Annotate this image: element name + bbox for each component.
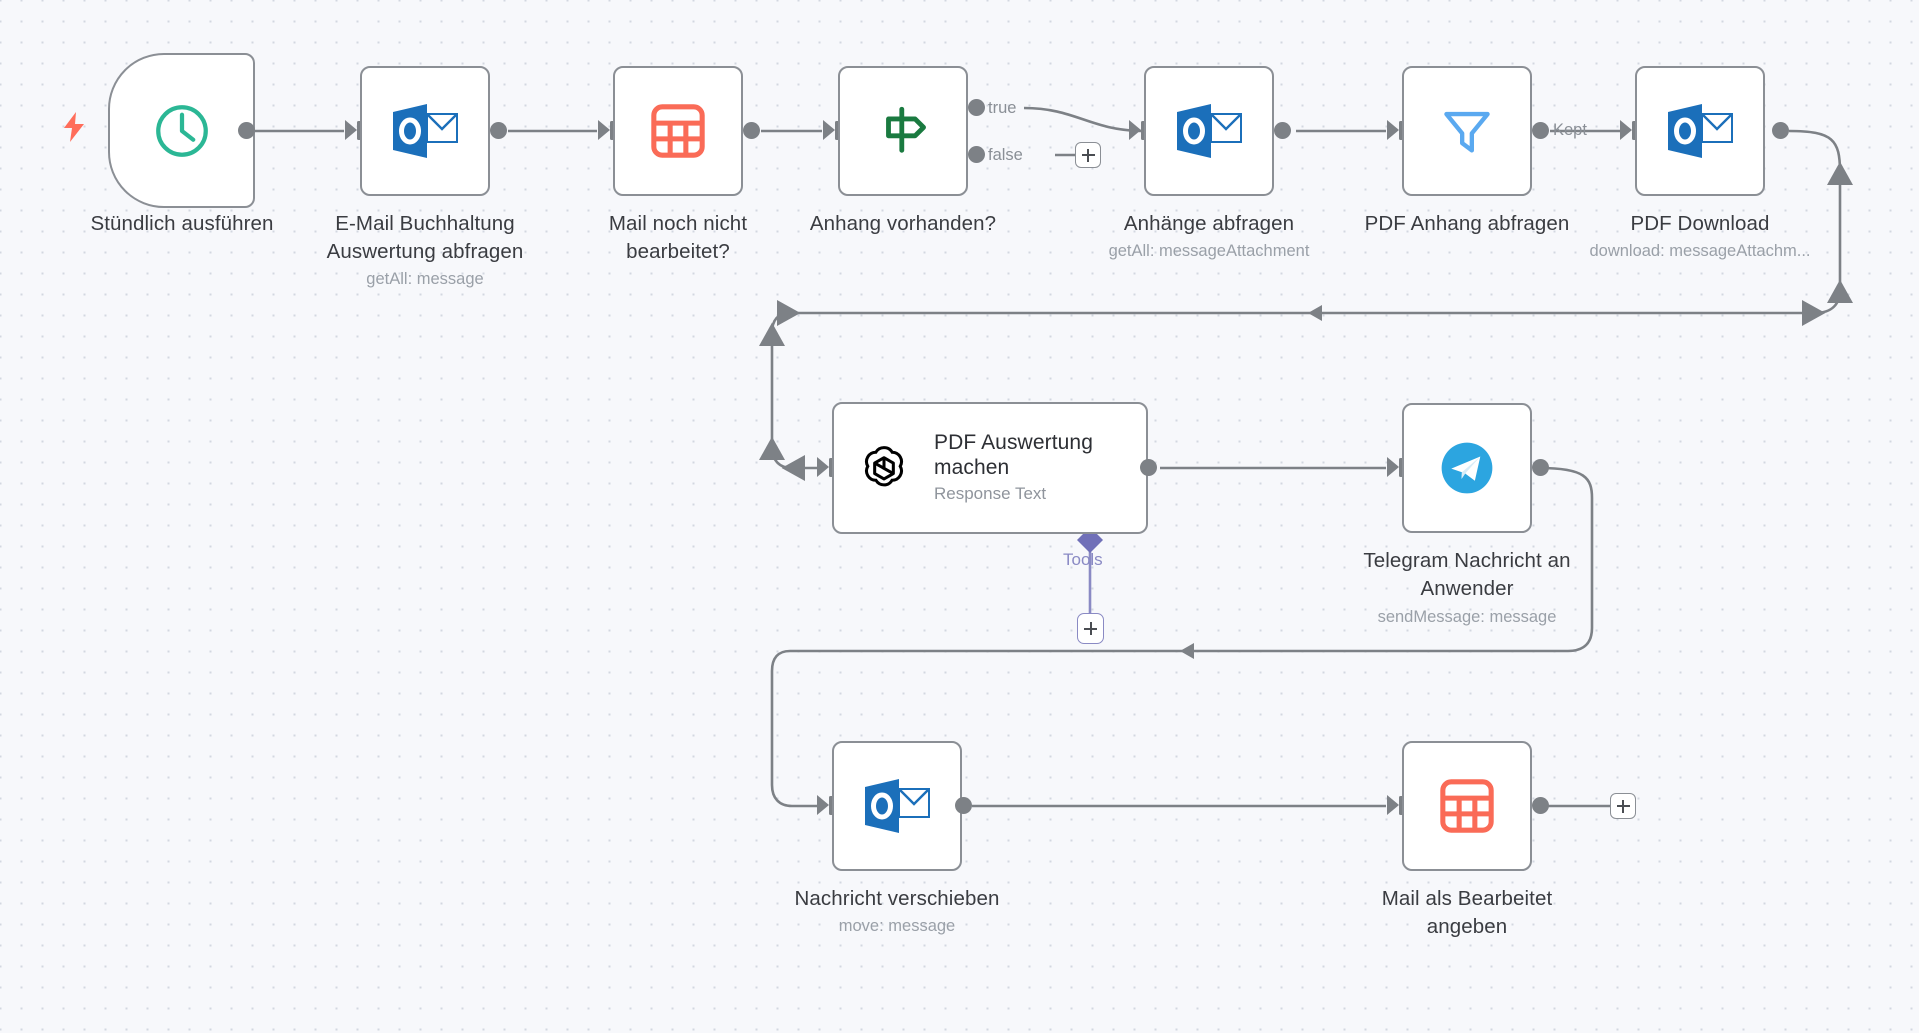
- port-out-pdf-anhang-abfragen[interactable]: [1532, 122, 1549, 139]
- port-out-nachricht-verschieben[interactable]: [955, 797, 972, 814]
- node-label-nachricht-verschieben: Nachricht verschieben: [794, 887, 1000, 910]
- openai-icon: [856, 440, 912, 496]
- port-out-email-buchhaltung[interactable]: [490, 122, 507, 139]
- port-out-pdf-auswertung-machen[interactable]: [1140, 459, 1157, 476]
- node-inner-sub-pdf-auswertung: Response Text: [934, 484, 1047, 503]
- signpost-if-icon: [874, 102, 932, 160]
- edge-label-tools: Tools: [1063, 550, 1103, 569]
- node-mail-als-bearbeitet-angeben[interactable]: [1402, 741, 1532, 871]
- node-label-anhaenge-abfragen: Anhänge abfragen: [1123, 212, 1295, 235]
- node-pdf-anhang-abfragen[interactable]: [1402, 66, 1532, 196]
- node-label-mail-als-bearbeitet: Mail als Bearbeitet angeben: [1381, 887, 1553, 938]
- port-out-anhaenge-abfragen[interactable]: [1274, 122, 1291, 139]
- node-label-mail-noch-nicht-bearbeitet: Mail noch nicht bearbeitet?: [608, 212, 748, 263]
- node-pdf-download[interactable]: [1635, 66, 1765, 196]
- plus-tools-button[interactable]: [1077, 613, 1104, 644]
- node-pdf-auswertung-machen[interactable]: PDF Auswertung machen Response Text: [832, 402, 1148, 534]
- microsoft-outlook-icon: [1666, 100, 1734, 162]
- node-nachricht-verschieben[interactable]: [832, 741, 962, 871]
- edge-label-kept: Kept: [1553, 121, 1587, 139]
- node-stuendlich-ausfuehren[interactable]: [108, 53, 255, 208]
- port-out-mail-noch-nicht-bearbeitet[interactable]: [743, 122, 760, 139]
- node-email-buchhaltung-auswertung-abfragen[interactable]: [360, 66, 490, 196]
- telegram-icon: [1438, 439, 1496, 497]
- airtable-grid-icon: [649, 102, 707, 160]
- port-out-anhang-vorhanden-false[interactable]: [968, 146, 985, 163]
- node-label-email-buchhaltung: E-Mail Buchhaltung Auswertung abfragen: [326, 212, 524, 263]
- node-sublabel-telegram-nachricht: sendMessage: message: [1377, 608, 1557, 626]
- node-sublabel-email-buchhaltung: getAll: message: [366, 270, 484, 288]
- airtable-grid-icon: [1438, 777, 1496, 835]
- microsoft-outlook-icon: [863, 775, 931, 837]
- plus-end-of-flow-button[interactable]: [1610, 793, 1636, 819]
- node-label-stuendlich-ausfuehren: Stündlich ausführen: [90, 212, 274, 235]
- port-out-pdf-download[interactable]: [1772, 122, 1789, 139]
- node-label-telegram-nachricht: Telegram Nachricht an Anwender: [1363, 549, 1571, 600]
- node-mail-noch-nicht-bearbeitet[interactable]: [613, 66, 743, 196]
- node-sublabel-pdf-download: download: messageAttachm...: [1589, 242, 1811, 260]
- edge-label-true: true: [988, 99, 1017, 117]
- node-telegram-nachricht-an-anwender[interactable]: [1402, 403, 1532, 533]
- plus-false-branch-button[interactable]: [1075, 142, 1101, 168]
- node-sublabel-anhaenge-abfragen: getAll: messageAttachment: [1108, 242, 1310, 260]
- lightning-bolt-icon: [62, 112, 86, 142]
- port-out-stuendlich-ausfuehren[interactable]: [238, 122, 255, 139]
- node-label-anhang-vorhanden: Anhang vorhanden?: [809, 212, 997, 235]
- node-label-pdf-download: PDF Download: [1630, 212, 1770, 235]
- node-inner-title-pdf-auswertung: PDF Auswertung machen: [934, 431, 1093, 479]
- port-out-mail-als-bearbeitet[interactable]: [1532, 797, 1549, 814]
- microsoft-outlook-icon: [1175, 100, 1243, 162]
- node-label-pdf-anhang-abfragen: PDF Anhang abfragen: [1364, 212, 1570, 235]
- microsoft-outlook-icon: [391, 100, 459, 162]
- node-sublabel-nachricht-verschieben: move: message: [838, 917, 956, 935]
- port-out-telegram-nachricht[interactable]: [1532, 459, 1549, 476]
- node-anhaenge-abfragen[interactable]: [1144, 66, 1274, 196]
- edge-label-false: false: [988, 146, 1023, 164]
- clock-icon: [152, 101, 212, 161]
- filter-funnel-icon: [1438, 102, 1496, 160]
- node-anhang-vorhanden[interactable]: [838, 66, 968, 196]
- port-out-anhang-vorhanden-true[interactable]: [968, 99, 985, 116]
